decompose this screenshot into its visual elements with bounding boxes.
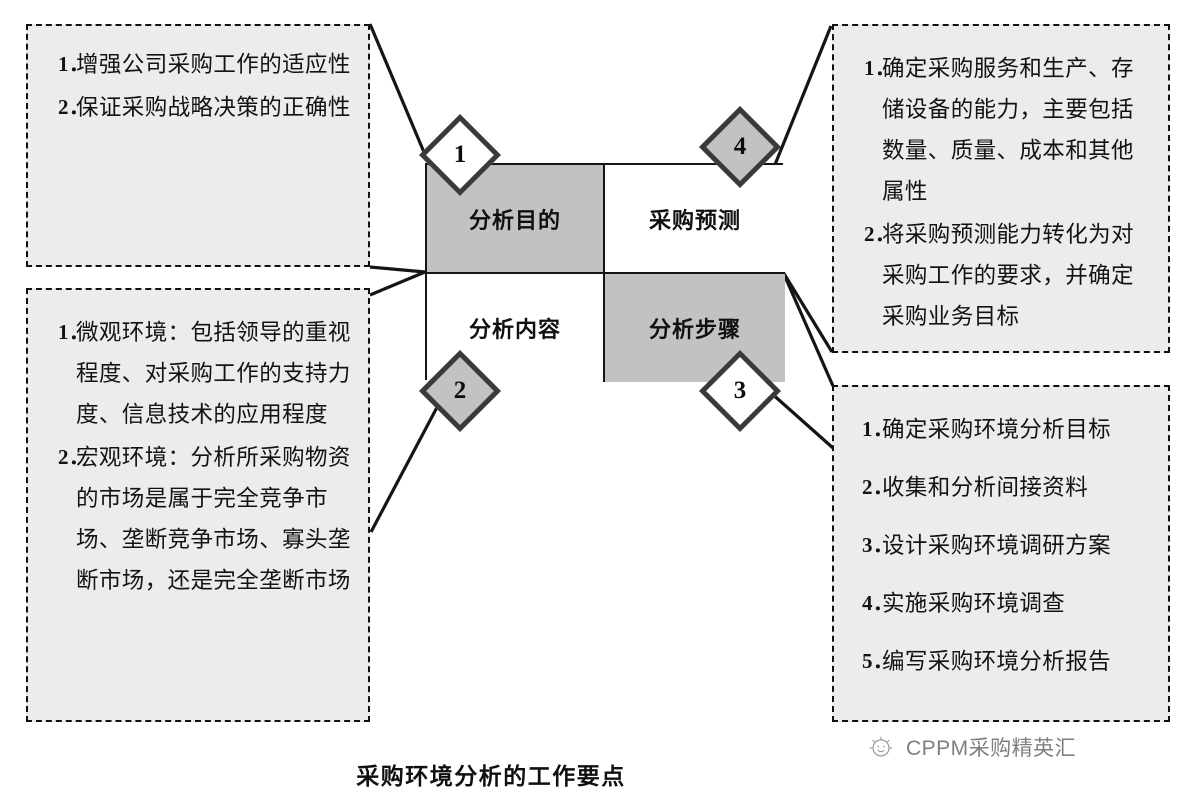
list-item-number: 1． [58,320,91,344]
list-item-text: 增强公司采购工作的适应性 [76,52,351,77]
connector-tl-to-d1 [368,23,428,158]
list-item: 4． 实施采购环境调查 [848,583,1152,624]
list-item-number: 1． [864,56,897,80]
sun-face-icon [869,736,893,757]
diamond-badge-3-number: 3 [733,377,747,404]
list-item-text: 设计采购环境调研方案 [882,533,1112,558]
panel-top-right: 1． 确定采购服务和生产、存储设备的能力，主要包括数量、质量、成本和其他属性 2… [832,24,1170,353]
connector-d3-to-br [768,390,835,450]
list-item: 2． 宏观环境：分析所采购物资的市场是属于完全竞争市场、垄断竞争市场、寡头垄断市… [42,437,352,601]
diamond-badge-1-number: 1 [453,141,467,168]
figure-caption: 采购环境分析的工作要点 [0,757,1182,791]
list-item-text: 确定采购环境分析目标 [882,417,1112,442]
list-item: 1． 微观环境：包括领导的重视程度、对采购工作的支持力度、信息技术的应用程度 [42,312,352,435]
list-item: 5． 编写采购环境分析报告 [848,641,1152,682]
list-item-text: 确定采购服务和生产、存储设备的能力，主要包括数量、质量、成本和其他属性 [882,56,1134,204]
figure-caption-text: 采购环境分析的工作要点 [356,763,626,789]
diamond-badge-2-number: 2 [453,377,467,404]
list-item-text: 编写采购环境分析报告 [882,649,1112,674]
list-item-number: 2． [58,95,91,119]
list-item-number: 1． [862,417,895,441]
list-item: 1． 确定采购环境分析目标 [848,409,1152,450]
list-item-text: 收集和分析间接资料 [882,475,1089,500]
list-item-text: 实施采购环境调查 [882,591,1066,616]
central-matrix: 分析目的 采购预测 分析内容 分析步骤 [425,163,785,382]
list-item-number: 2． [58,445,91,469]
list-item-number: 5． [862,649,895,673]
list-item-number: 3． [862,533,895,557]
list-item-number: 2． [864,222,897,246]
connector-bl-to-matrix [369,270,426,297]
matrix-cell-procurement-forecast: 采购预测 [605,165,785,274]
matrix-cell-analysis-steps: 分析步骤 [605,274,785,382]
list-item: 1． 确定采购服务和生产、存储设备的能力，主要包括数量、质量、成本和其他属性 [848,48,1152,212]
panel-bottom-left: 1． 微观环境：包括领导的重视程度、对采购工作的支持力度、信息技术的应用程度 2… [26,288,370,722]
list-item-text: 将采购预测能力转化为对采购工作的要求，并确定采购业务目标 [882,222,1134,329]
watermark: CPPM采购精英汇 [866,732,1076,762]
list-item-text: 保证采购战略决策的正确性 [76,95,351,120]
connector-matrix-to-tr [781,271,834,353]
list-item: 2． 保证采购战略决策的正确性 [42,87,352,128]
list-item-number: 4． [862,591,895,615]
connector-d4-to-tr [768,25,833,178]
list-item-number: 2． [862,475,895,499]
list-item: 1． 增强公司采购工作的适应性 [42,44,352,85]
list-item-text: 宏观环境：分析所采购物资的市场是属于完全竞争市场、垄断竞争市场、寡头垄断市场，还… [76,445,351,593]
connector-matrix-to-br [781,271,835,387]
list-item-number: 1． [58,52,91,76]
list-item: 2． 收集和分析间接资料 [848,467,1152,508]
matrix-cell-analysis-purpose: 分析目的 [427,165,605,274]
panel-bottom-right: 1． 确定采购环境分析目标 2． 收集和分析间接资料 3． 设计采购环境调研方案… [832,385,1170,722]
panel-top-left: 1． 增强公司采购工作的适应性 2． 保证采购战略决策的正确性 [26,24,370,267]
list-item: 2． 将采购预测能力转化为对采购工作的要求，并确定采购业务目标 [848,214,1152,337]
list-item: 3． 设计采购环境调研方案 [848,525,1152,566]
connector-tl-to-matrix [369,265,426,274]
watermark-text: CPPM采购精英汇 [906,737,1077,760]
diamond-badge-4-number: 4 [733,133,747,160]
list-item-text: 微观环境：包括领导的重视程度、对采购工作的支持力度、信息技术的应用程度 [76,320,351,427]
